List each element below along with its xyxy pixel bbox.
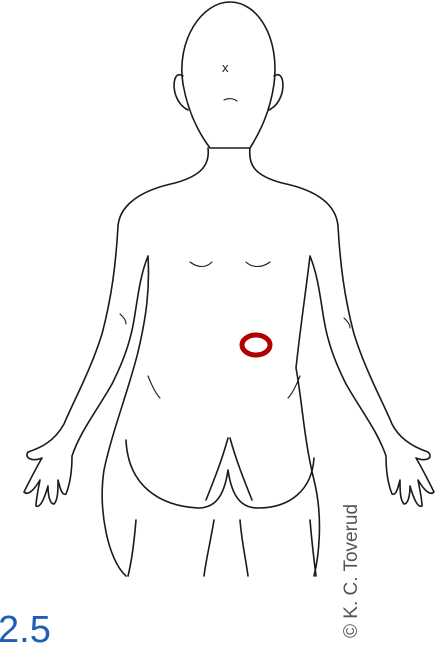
nape-mark <box>224 99 237 101</box>
right-leg-inner <box>240 520 248 576</box>
left-elbow-mark <box>120 314 126 324</box>
right-scapula-mark <box>246 262 270 267</box>
buttocks-curve <box>126 440 314 508</box>
right-ear <box>269 75 283 110</box>
left-leg-inner <box>204 520 214 576</box>
head-outline <box>182 2 275 148</box>
leg-split <box>206 438 228 500</box>
head-x-mark: x <box>222 61 229 74</box>
right-hip-crease <box>288 376 300 398</box>
right-leg-outer <box>310 520 316 576</box>
left-leg-outer <box>128 520 136 576</box>
left-body-contour <box>24 148 208 576</box>
right-elbow-mark <box>344 318 350 328</box>
figure-caption-number: 2.5 <box>0 611 51 649</box>
left-hip-crease <box>148 376 160 398</box>
pain-area-marker <box>242 335 270 355</box>
copyright-credit: © K. C. Toverud <box>342 504 361 638</box>
left-ear <box>174 75 188 110</box>
left-scapula-mark <box>190 262 212 267</box>
